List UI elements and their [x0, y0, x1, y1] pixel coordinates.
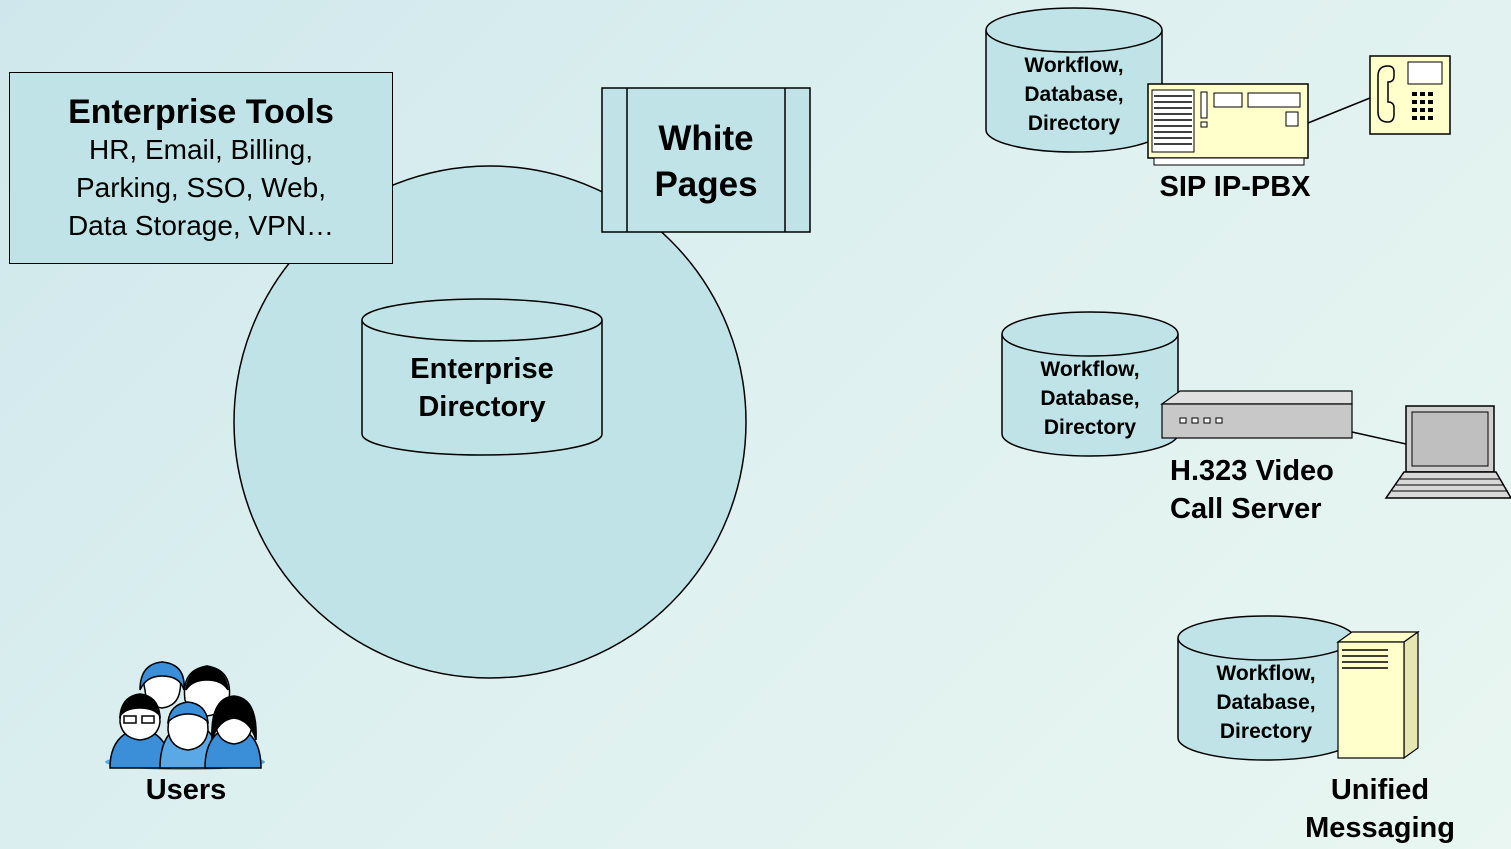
white-pages-line: Pages	[654, 165, 758, 204]
enterprise-tools-title: Enterprise Tools	[68, 93, 334, 131]
phone-icon	[1369, 55, 1451, 135]
db-label-line: Workflow,	[1216, 662, 1316, 685]
video-server-icon	[1160, 390, 1353, 439]
db-label-line: Database,	[1024, 83, 1124, 106]
users-clipart-icon	[105, 661, 265, 770]
enterprise-tools-line: HR, Email, Billing,	[88, 134, 314, 165]
white-pages-line: White	[658, 119, 754, 158]
enterprise-directory-line: Directory	[418, 391, 546, 423]
db-label-line: Database,	[1040, 387, 1140, 410]
h323-db-label: Workflow, Database, Directory	[1002, 355, 1178, 442]
h323-db-cylinder	[1001, 311, 1179, 457]
db-label-line: Directory	[1219, 720, 1313, 743]
unified-messaging-label: Unified Messaging	[1280, 771, 1480, 847]
server-laptop-link	[1351, 431, 1407, 445]
enterprise-directory-line: Enterprise	[410, 353, 554, 385]
um-db-label: Workflow, Database, Directory	[1178, 659, 1354, 746]
unified-messaging-line: Messaging	[1305, 812, 1455, 844]
laptop-icon	[1384, 405, 1511, 499]
h323-label: H.323 Video Call Server	[1170, 452, 1334, 528]
pbx-device-icon	[1147, 83, 1309, 166]
db-label-line: Directory	[1027, 112, 1121, 135]
white-pages-book	[601, 87, 811, 233]
pbx-phone-link	[1307, 97, 1371, 124]
db-label-line: Directory	[1043, 416, 1137, 439]
server-tower-icon	[1336, 630, 1420, 760]
enterprise-tools-line: Parking, SSO, Web,	[75, 172, 327, 203]
db-label-line: Database,	[1216, 691, 1316, 714]
white-pages-label: White Pages	[627, 116, 785, 208]
h323-line: Call Server	[1170, 493, 1322, 525]
unified-messaging-line: Unified	[1330, 774, 1430, 806]
sip-ip-pbx-label: SIP IP-PBX	[1159, 171, 1311, 203]
enterprise-tools-box: Enterprise Tools HR, Email, Billing, Par…	[9, 72, 393, 264]
db-label-line: Workflow,	[1040, 358, 1140, 381]
sip-db-label: Workflow, Database, Directory	[986, 51, 1162, 138]
h323-line: H.323 Video	[1170, 455, 1334, 487]
enterprise-tools-line: Data Storage, VPN…	[67, 210, 335, 241]
enterprise-directory-label: Enterprise Directory	[362, 350, 602, 426]
users-label: Users	[145, 774, 227, 806]
enterprise-directory-cylinder	[361, 298, 603, 456]
um-db-cylinder	[1177, 615, 1355, 761]
db-label-line: Workflow,	[1024, 54, 1124, 77]
